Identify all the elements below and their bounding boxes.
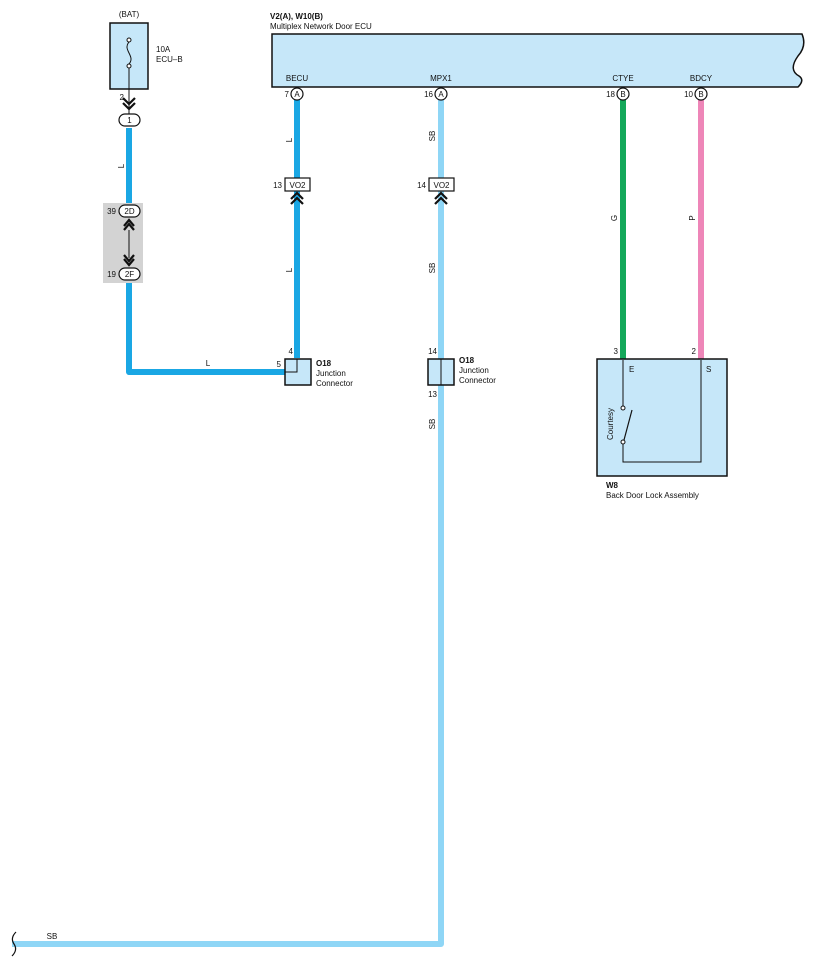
wire-sb-mpx1 — [12, 100, 444, 947]
svg-text:A: A — [294, 90, 300, 99]
junction-o18-becu-pin-left: 5 — [277, 360, 282, 369]
ecu-id: V2(A), W10(B) — [270, 12, 323, 21]
fuse-pin-arrow-icon — [122, 97, 136, 111]
junction-pin-1-marker: 1 — [118, 113, 141, 127]
ecu-conn-badge-ctye: B — [616, 87, 630, 101]
ecu-terminal-bdcy-label: BDCY — [690, 74, 713, 83]
wire-label-bottom-left: L — [206, 359, 211, 368]
svg-text:1: 1 — [127, 116, 132, 125]
ecu-pin-ctye: 18 — [606, 90, 615, 99]
svg-text:B: B — [620, 90, 625, 99]
back-door-name: Back Door Lock Assembly — [606, 491, 699, 500]
svg-text:2F: 2F — [125, 270, 134, 279]
junction-o18-becu-internal — [285, 359, 298, 373]
junction-o18-becu-line2: Connector — [316, 379, 353, 388]
splice-bottom-pin: 19 — [107, 270, 116, 279]
wire-label-bottom: SB — [47, 932, 58, 941]
svg-text:VO2: VO2 — [289, 181, 306, 190]
wire-label-mpx-upper: SB — [428, 131, 437, 142]
ecu-name: Multiplex Network Door ECU — [270, 22, 372, 31]
fuse-pin: 2 — [120, 93, 125, 102]
junction-o18-mpx1-pin-bottom: 13 — [428, 390, 437, 399]
inline-connector-vo2-mpx1: VO2 — [428, 177, 455, 192]
fuse-rating: 10A — [156, 45, 171, 54]
ecu-conn-badge-mpx1: A — [434, 87, 448, 101]
junction-o18-becu-pin-top: 4 — [289, 347, 294, 356]
vo2-becu-arrow-icon — [290, 191, 304, 205]
ecu-pin-becu: 7 — [285, 90, 290, 99]
splice-top-connector: 2D — [118, 204, 141, 218]
splice-top-pin: 39 — [107, 207, 116, 216]
svg-text:VO2: VO2 — [433, 181, 450, 190]
inline-connector-vo2-mpx1-pin: 14 — [417, 181, 426, 190]
ecu-body — [271, 33, 805, 88]
inline-connector-vo2-becu-pin: 13 — [273, 181, 282, 190]
wire-break-mark — [11, 931, 17, 957]
wire-label-ctye: G — [610, 215, 619, 221]
back-door-lock-box — [596, 358, 728, 477]
junction-o18-becu-line1: Junction — [316, 369, 346, 378]
wire-label-fuse: L — [117, 163, 126, 168]
junction-o18-mpx1-line1: Junction — [459, 366, 489, 375]
junction-o18-becu-id: O18 — [316, 359, 332, 368]
back-door-term-s: S — [706, 365, 711, 374]
splice-bottom-connector: 2F — [118, 267, 141, 281]
svg-text:B: B — [698, 90, 703, 99]
courtesy-switch-label: Courtesy — [606, 408, 615, 440]
wire-label-bdcy: P — [688, 215, 697, 220]
wire-label-mpx-mid: SB — [428, 263, 437, 274]
fuse-source-label: (BAT) — [119, 10, 140, 19]
junction-o18-mpx1-line2: Connector — [459, 376, 496, 385]
back-door-id: W8 — [606, 481, 619, 490]
splice-arrows-icon — [123, 218, 135, 267]
fuse-name: ECU–B — [156, 55, 183, 64]
junction-o18-mpx1-id: O18 — [459, 356, 475, 365]
back-door-term-e: E — [629, 365, 634, 374]
ecu-conn-badge-becu: A — [290, 87, 304, 101]
wire-label-mpx-lower: SB — [428, 419, 437, 430]
svg-text:2D: 2D — [124, 207, 134, 216]
vo2-mpx1-arrow-icon — [434, 191, 448, 205]
junction-o18-mpx1-pin-top: 14 — [428, 347, 437, 356]
ecu-pin-bdcy: 10 — [684, 90, 693, 99]
ecu-terminal-mpx1-label: MPX1 — [430, 74, 452, 83]
courtesy-switch-icon — [620, 360, 702, 463]
svg-text:A: A — [438, 90, 444, 99]
back-door-pin-s: 2 — [692, 347, 697, 356]
fuse-icon — [126, 37, 132, 69]
back-door-pin-e: 3 — [614, 347, 619, 356]
ecu-pin-mpx1: 16 — [424, 90, 433, 99]
wire-l-fuse-to-junction — [126, 128, 291, 375]
wire-label-becu-lower: L — [285, 267, 294, 272]
inline-connector-vo2-becu: VO2 — [284, 177, 311, 192]
wire-label-becu-upper: L — [285, 137, 294, 142]
ecu-terminal-ctye-label: CTYE — [612, 74, 633, 83]
ecu-conn-badge-bdcy: B — [694, 87, 708, 101]
ecu-terminal-becu-label: BECU — [286, 74, 308, 83]
